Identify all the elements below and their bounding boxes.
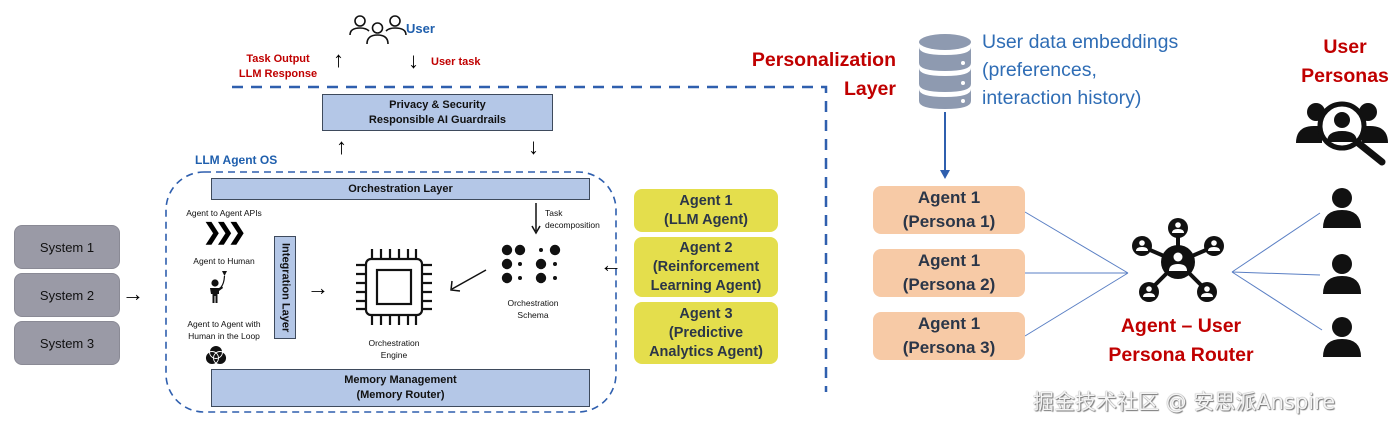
- embeddings-label: User data embeddings (preferences, inter…: [982, 31, 1179, 109]
- persona-agent-1-box: Agent 1 (Persona 1): [873, 186, 1025, 234]
- persona-agent-3-box: Agent 1 (Persona 3): [873, 312, 1025, 360]
- agent-os-boundary: [165, 171, 617, 413]
- chevrons-icon: ❯❯❯: [203, 219, 246, 244]
- memory-management-bar: Memory Management (Memory Router): [211, 369, 590, 407]
- task-output-label: Task Output LLM Response: [238, 53, 318, 80]
- user-personas-title: User Personas: [1301, 36, 1389, 87]
- system-2-box: System 2: [14, 273, 120, 317]
- down-arrow-task-icon: ↓: [408, 48, 419, 73]
- right-arrow-engine-icon: →: [307, 275, 329, 300]
- up-arrow-guardrails-icon: ↑: [336, 134, 347, 159]
- diagonal-arrow-schema-icon: [450, 269, 487, 292]
- venn-loop-icon: [205, 345, 227, 365]
- agent-os-title: LLM Agent OS: [195, 153, 278, 167]
- agent-1-llm-box: Agent 1 (LLM Agent): [634, 189, 778, 232]
- down-arrow-guardrails-icon: ↓: [528, 134, 539, 159]
- up-arrow-output-icon: ↑: [333, 47, 344, 72]
- integration-layer-bar: Integration Layer: [274, 236, 296, 339]
- guardrails-box: Privacy & Security Responsible AI Guardr…: [322, 94, 553, 131]
- user-link-3: [1231, 271, 1323, 331]
- agent-to-agent-apis-label: Agent to Agent APIs: [186, 208, 262, 218]
- persona-link-1: [1024, 211, 1129, 274]
- users-icon: [349, 15, 407, 45]
- personalization-boundary: [232, 85, 828, 392]
- user-link-2: [1231, 271, 1321, 276]
- persona-router-network-icon: [1132, 218, 1224, 302]
- persona-agent-2-box: Agent 1 (Persona 2): [873, 249, 1025, 297]
- user-link-1: [1231, 212, 1321, 273]
- system-3-box: System 3: [14, 321, 120, 365]
- agent-2-rl-box: Agent 2 (Reinforcement Learning Agent): [634, 237, 778, 297]
- user-persona-2-icon: [1323, 254, 1361, 294]
- user-persona-1-icon: [1323, 188, 1361, 228]
- agent-to-agent-hitl-label: Agent to Agent with Human in the Loop: [187, 319, 261, 341]
- agent-to-human-label: Agent to Human: [193, 256, 255, 266]
- user-task-label: User task: [431, 56, 481, 68]
- router-label: Agent – User Persona Router: [1108, 315, 1254, 366]
- person-with-balloon-icon: [210, 271, 227, 303]
- task-decomposition-label: Task decomposition: [545, 208, 600, 230]
- orchestration-engine-label: Orchestration Engine: [368, 338, 420, 360]
- right-arrow-systems-icon: →: [122, 281, 144, 306]
- user-label: User: [406, 21, 435, 36]
- system-1-box: System 1: [14, 225, 120, 269]
- cpu-chip-icon: [356, 249, 432, 325]
- persona-link-3: [1024, 272, 1129, 337]
- orchestration-layer-bar: Orchestration Layer: [211, 178, 590, 200]
- watermark: 掘金技术社区 @ 安思派Anspire: [1033, 390, 1336, 414]
- agent-3-predictive-box: Agent 3 (Predictive Analytics Agent): [634, 302, 778, 364]
- orchestration-schema-label: Orchestration Schema: [507, 298, 559, 320]
- integration-layer-label: Integration Layer: [279, 242, 292, 333]
- down-arrow-decomposition-icon: [531, 203, 541, 235]
- user-persona-3-icon: [1323, 317, 1361, 357]
- database-icon: [919, 34, 971, 109]
- personalization-layer-title: Personalization Layer: [751, 49, 896, 100]
- persona-search-icon: [1296, 101, 1388, 166]
- orchestration-schema-icon: [501, 244, 561, 284]
- embeddings-arrow: [940, 170, 950, 179]
- left-arrow-agents-icon: ←: [600, 252, 622, 277]
